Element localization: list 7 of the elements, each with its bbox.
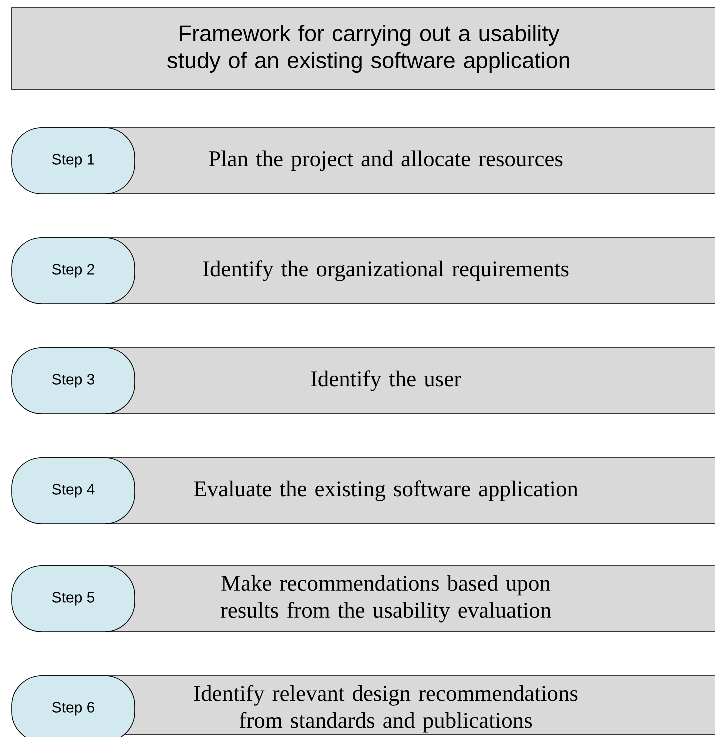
step-pill: Step 2 [12, 238, 136, 304]
step-pill: Step 3 [12, 348, 136, 414]
title-box: Framework for carrying out a usability study of an existing software application [12, 8, 715, 90]
step-pill: Step 6 [12, 676, 136, 737]
step-pill: Step 4 [12, 458, 136, 524]
step-pill: Step 5 [12, 566, 136, 632]
step-pill: Step 1 [12, 128, 136, 194]
